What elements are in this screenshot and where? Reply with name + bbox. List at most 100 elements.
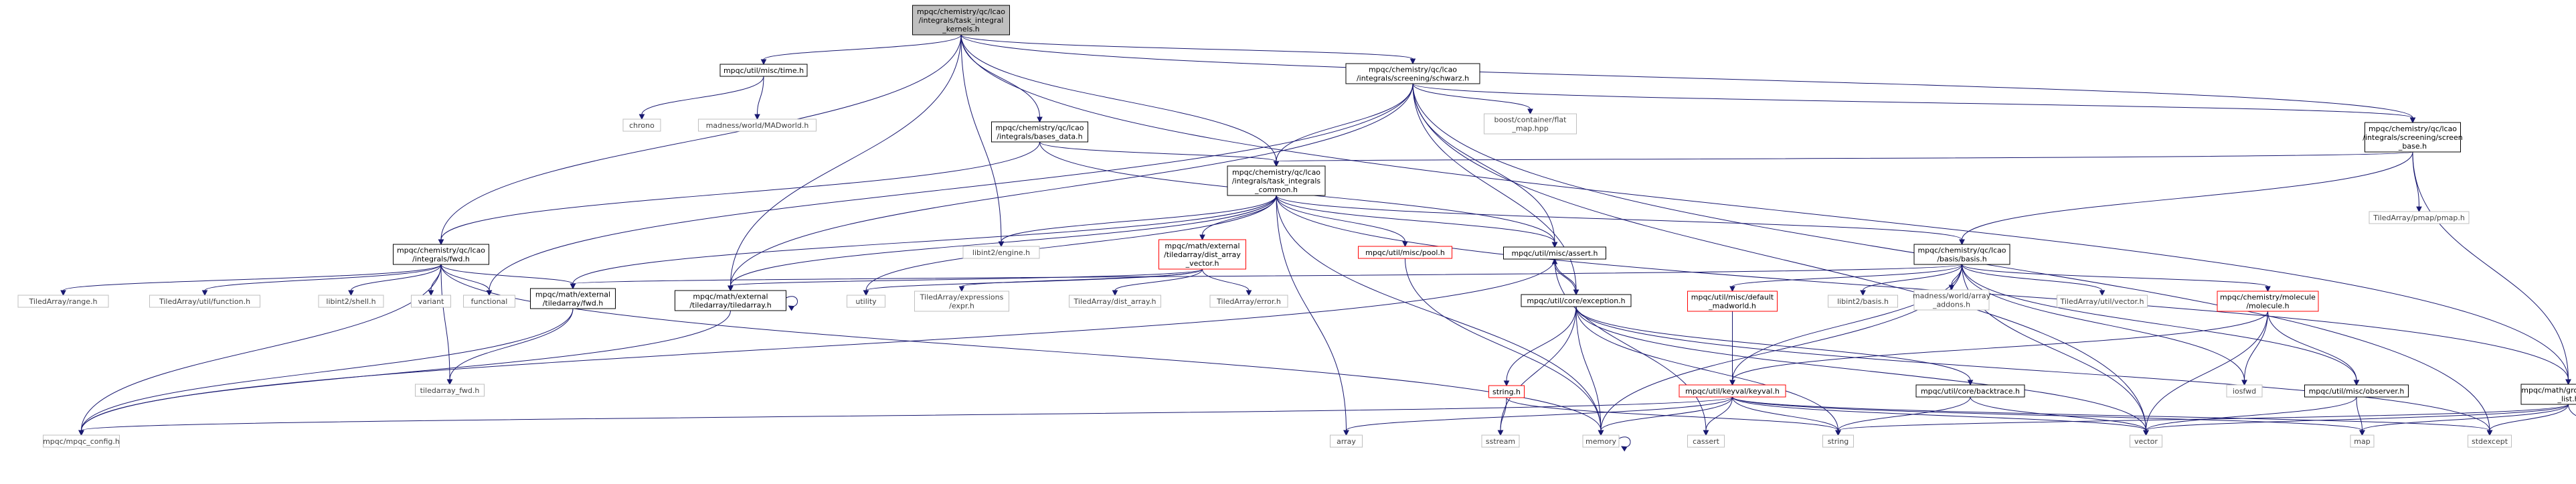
node-madworld[interactable]: madness/world/MADworld.h (698, 118, 817, 132)
edge-fwd-to-shell (348, 264, 442, 297)
node-tavector[interactable]: TiledArray/util/vector.h (2057, 295, 2148, 308)
node-common[interactable]: mpqc/chemistry/qc/lcao/integrals/task_in… (1227, 165, 1326, 196)
edge-time-to-madworld (754, 76, 764, 120)
node-sstream[interactable]: sstream (1481, 434, 1520, 448)
node-iosfwd[interactable]: iosfwd (2226, 384, 2263, 398)
node-tiledarray-label-line: /tiledarray/tiledarray.h (689, 301, 771, 310)
edge-keyval-to-stdexcept (1732, 396, 2493, 436)
edge-petite-to-string (1835, 404, 2569, 436)
node-memory[interactable]: memory (1582, 434, 1620, 448)
edge-common-to-basis (1276, 195, 1965, 246)
node-molecule-label-line: /molecule.h (2246, 302, 2289, 311)
node-assert[interactable]: mpqc/util/misc/assert.h (1503, 246, 1606, 260)
node-observer[interactable]: mpqc/util/misc/observer.h (2304, 384, 2409, 398)
node-map-label-line: map (2354, 437, 2370, 446)
node-tiledarray[interactable]: mpqc/math/external/tiledarray/tiledarray… (675, 290, 786, 311)
edge-screenbase-to-pmap (2412, 151, 2422, 213)
node-string[interactable]: string (1822, 434, 1854, 448)
node-bases[interactable]: mpqc/chemistry/qc/lcao/integrals/bases_d… (991, 121, 1088, 143)
edge-bases-to-common (1039, 141, 1280, 167)
edge-mtafwd-to-tafwd (446, 308, 574, 386)
node-fwd-label-line: /integrals/fwd.h (412, 255, 470, 264)
node-functional[interactable]: functional (463, 295, 515, 308)
edge-exception-to-stringh (1503, 306, 1577, 387)
edge-keyval-to-array (1343, 396, 1733, 436)
node-shell[interactable]: libint2/shell.h (318, 295, 384, 308)
node-basis[interactable]: mpqc/chemistry/qc/lcao/basis/basis.h (1913, 244, 2010, 265)
node-pmap-label-line: TiledArray/pmap/pmap.h (2373, 214, 2465, 222)
edge-schwarz-to-screenbase (1412, 83, 2416, 124)
node-tiledarray-label-line: mpqc/math/external (693, 293, 768, 301)
edge-molecule-to-iosfwd (2241, 311, 2268, 386)
edge-basis-to-observer (1962, 264, 2360, 386)
edge-fwd-to-variant (428, 264, 442, 297)
node-petite-label-line: _list.h (2557, 395, 2576, 404)
node-distarr-label-line: _vector.h (1185, 259, 1219, 268)
edge-fwd-to-tafwd (440, 264, 453, 386)
node-defmad-label-line: mpqc/util/misc/default (1691, 293, 1774, 302)
edge-distarr-to-tiledarray (727, 268, 1203, 292)
node-string-label-line: string (1828, 437, 1849, 446)
node-flatmap[interactable]: boost/container/flat_map.hpp (1484, 113, 1577, 135)
edge-fwd-to-mtafwd (440, 264, 576, 290)
node-backtrace[interactable]: mpqc/util/core/backtrace.h (1915, 384, 2025, 398)
node-functional-label-line: functional (471, 297, 508, 306)
node-mtafwd[interactable]: mpqc/math/external/tiledarray/fwd.h (530, 288, 616, 309)
node-petite[interactable]: mpqc/math/groups/petite_list.h (2520, 384, 2576, 405)
edge-bases-to-fwd (438, 141, 1040, 246)
node-pool-label-line: mpqc/util/misc/pool.h (1365, 248, 1445, 257)
edge-fwd-to-tarange (60, 264, 442, 297)
node-screenbase-label-line: /integrals/screening/screen (2363, 133, 2462, 142)
node-common-label-line: /integrals/task_integrals (1232, 177, 1321, 185)
node-variant[interactable]: variant (411, 295, 451, 308)
node-map[interactable]: map (2350, 434, 2375, 448)
node-cassert[interactable]: cassert (1687, 434, 1725, 448)
node-exception[interactable]: mpqc/util/core/exception.h (1521, 294, 1632, 307)
node-schwarz[interactable]: mpqc/chemistry/qc/lcao/integrals/screeni… (1345, 63, 1480, 84)
node-molecule[interactable]: mpqc/chemistry/molecule/molecule.h (2217, 291, 2319, 312)
edge-keyval-to-vector (1732, 396, 2149, 436)
node-taerror-label-line: TiledArray/error.h (1216, 297, 1281, 306)
node-chrono[interactable]: chrono (622, 118, 661, 132)
node-root[interactable]: mpqc/chemistry/qc/lcao/integrals/task_in… (912, 5, 1010, 35)
node-madworld-label-line: madness/world/MADworld.h (706, 121, 809, 130)
node-array[interactable]: array (1330, 434, 1363, 448)
node-screenbase-label-line: mpqc/chemistry/qc/lcao (2369, 125, 2457, 133)
node-vector-label-line: vector (2134, 437, 2158, 446)
node-stdexcept-label-line: stdexcept (2472, 437, 2508, 446)
node-tadist[interactable]: TiledArray/dist_array.h (1069, 295, 1161, 308)
node-taerror[interactable]: TiledArray/error.h (1209, 295, 1288, 308)
node-molecule-label-line: mpqc/chemistry/molecule (2220, 293, 2316, 302)
node-pool[interactable]: mpqc/util/misc/pool.h (1358, 246, 1452, 259)
node-libbasis[interactable]: libint2/basis.h (1828, 295, 1898, 308)
node-time[interactable]: mpqc/util/misc/time.h (719, 64, 808, 77)
node-keyval[interactable]: mpqc/util/keyval/keyval.h (1679, 384, 1786, 398)
node-tarange[interactable]: TiledArray/range.h (17, 295, 109, 308)
node-libengine[interactable]: libint2/engine.h (962, 246, 1040, 259)
node-screenbase[interactable]: mpqc/chemistry/qc/lcao/integrals/screeni… (2363, 122, 2463, 153)
edge-molecule-to-keyval (1729, 311, 2268, 386)
node-distarr[interactable]: mpqc/math/external/tiledarray/dist_array… (1158, 239, 1246, 270)
node-vector[interactable]: vector (2130, 434, 2162, 448)
node-pmap[interactable]: TiledArray/pmap/pmap.h (2369, 211, 2470, 224)
node-arradd[interactable]: madness/world/array_addons.h (1913, 289, 1991, 311)
node-root-label-line: _kernels.h (942, 25, 980, 33)
edge-screenbase-to-petite (2412, 151, 2571, 386)
node-petite-label-line: mpqc/math/groups/petite (2521, 386, 2576, 395)
edge-stringh-to-sstream (1497, 397, 1507, 436)
node-defmad[interactable]: mpqc/util/misc/default_madworld.h (1687, 291, 1778, 312)
node-tafwd[interactable]: tiledarray_fwd.h (415, 384, 485, 397)
node-stdexcept[interactable]: stdexcept (2468, 434, 2512, 448)
node-taexpr[interactable]: TiledArray/expressions/expr.h (914, 291, 1009, 312)
node-stringh[interactable]: string.h (1488, 385, 1525, 398)
edge-root-to-schwarz (960, 34, 1416, 65)
node-config[interactable]: mpqc/mpqc_config.h (43, 434, 120, 448)
edge-basis-to-molecule (1962, 264, 2271, 293)
node-utility[interactable]: utility (847, 295, 885, 308)
node-fwd[interactable]: mpqc/chemistry/qc/lcao/integrals/fwd.h (393, 244, 489, 265)
edge-petite-to-map (2359, 404, 2569, 436)
node-bases-label-line: /integrals/bases_data.h (997, 133, 1082, 141)
edge-memory-to-memory (1618, 436, 1631, 452)
node-tafunction[interactable]: TiledArray/util/function.h (149, 295, 260, 308)
